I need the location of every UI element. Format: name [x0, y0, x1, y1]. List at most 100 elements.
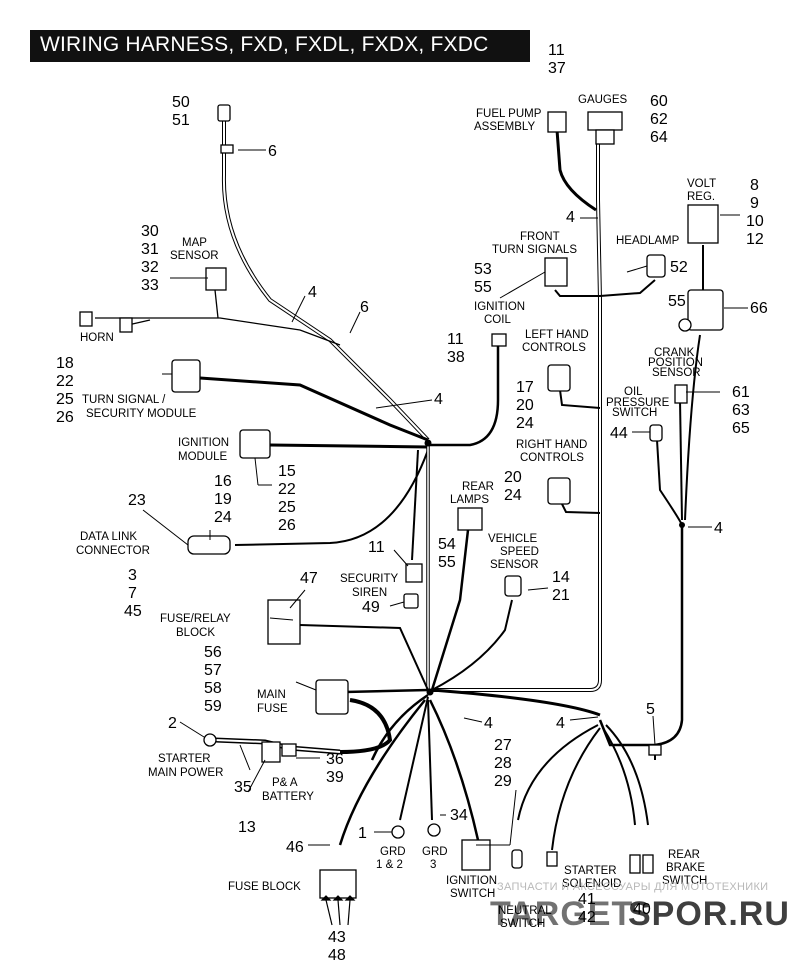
map-sensor-label-2: SENSOR	[170, 250, 219, 262]
callout-4-a: 4	[308, 284, 317, 301]
ref-42: 42	[578, 909, 596, 926]
ref-40: 40	[633, 901, 651, 918]
rear-lamps-label-1: REAR	[462, 481, 494, 493]
ref-45: 45	[124, 603, 142, 620]
junction-right	[679, 522, 685, 528]
ref-62: 62	[650, 111, 668, 128]
ref-24-c: 24	[504, 487, 522, 504]
ref-21: 21	[552, 587, 570, 604]
ref-27: 27	[494, 737, 512, 754]
volt-reg-label-2: REG.	[687, 191, 715, 203]
harness-wires	[95, 120, 704, 851]
ref-37: 37	[548, 60, 566, 77]
crank-label-1: CRANK	[654, 347, 695, 359]
ref-55-front: 55	[474, 279, 492, 296]
horn-label: HORN	[80, 332, 114, 344]
ref-57: 57	[204, 662, 222, 679]
ref-16: 16	[214, 473, 232, 490]
oil-label-2: PRESSURE	[606, 397, 670, 409]
ign-module-label-2: MODULE	[178, 451, 228, 463]
ref-53: 53	[474, 261, 492, 278]
fuel-pump-label-2: ASSEMBLY	[474, 121, 535, 133]
ref-18: 18	[56, 355, 74, 372]
ref-26-a: 26	[56, 409, 74, 426]
ref-34: 34	[450, 807, 468, 824]
turn-signal-label-2: SECURITY MODULE	[86, 408, 197, 420]
ref-8: 8	[750, 177, 759, 194]
hub-lower	[426, 688, 434, 696]
ref-23: 23	[128, 492, 146, 509]
hub-upper	[424, 439, 432, 447]
ref-13: 13	[238, 819, 256, 836]
leader-lines	[142, 149, 748, 846]
front-turn-label-1: FRONT	[520, 231, 560, 243]
ref-54: 54	[438, 536, 456, 553]
oil-label-3: SWITCH	[612, 407, 657, 419]
neutral-label-1: NEUTRAL	[498, 905, 552, 917]
callout-6-top: 6	[268, 143, 277, 160]
callout-4-c: 4	[566, 209, 575, 226]
diagram-title: WIRING HARNESS, FXD, FXDL, FXDX, FXDC	[40, 33, 489, 56]
ref-9: 9	[750, 195, 759, 212]
siren-label-2: SIREN	[352, 587, 387, 599]
siren-label-1: SECURITY	[340, 573, 398, 585]
ref-3: 3	[128, 567, 137, 584]
volt-reg-label-1: VOLT	[687, 178, 716, 190]
ign-switch-label-1: IGNITION	[446, 875, 497, 887]
coil-label-1: IGNITION	[474, 301, 525, 313]
ref-41: 41	[578, 891, 596, 908]
coil-label-2: COIL	[484, 314, 511, 326]
ref-2: 2	[168, 715, 177, 732]
ref-55-rear: 55	[438, 554, 456, 571]
ref-14: 14	[552, 569, 570, 586]
starter-main-label-2: MAIN POWER	[148, 767, 223, 779]
main-fuse-label-1: MAIN	[257, 689, 286, 701]
watermark: ЗАПЧАСТИ И АКСЕССУАРЫ ДЛЯ МОТОТЕХНИКИ TA…	[490, 881, 789, 933]
ref-35: 35	[234, 779, 252, 796]
ref-30: 30	[141, 223, 159, 240]
callout-4-d: 4	[714, 520, 723, 537]
rear-brake-label-3: SWITCH	[662, 875, 707, 887]
ref-31: 31	[141, 241, 159, 258]
ref-44: 44	[610, 425, 628, 442]
neutral-label-2: SWITCH	[500, 918, 545, 930]
ref-64: 64	[650, 129, 668, 146]
ref-17: 17	[516, 379, 534, 396]
ref-36: 36	[326, 751, 344, 768]
ref-28: 28	[494, 755, 512, 772]
ref-59: 59	[204, 698, 222, 715]
title-bar	[30, 30, 530, 62]
left-hand-label-1: LEFT HAND	[525, 329, 589, 341]
ign-switch-label-2: SWITCH	[450, 888, 495, 900]
grd12-label-1: GRD	[380, 846, 406, 858]
ref-51: 51	[172, 112, 190, 129]
ref-15: 15	[278, 463, 296, 480]
ref-1: 1	[358, 825, 367, 842]
ref-33: 33	[141, 277, 159, 294]
headlamp-label: HEADLAMP	[616, 235, 680, 247]
watermark-tagline: ЗАПЧАСТИ И АКСЕССУАРЫ ДЛЯ МОТОТЕХНИКИ	[497, 881, 768, 893]
solenoid-label-2: SOLENOID	[562, 878, 621, 890]
grd3-label-1: GRD	[422, 846, 448, 858]
right-hand-label-1: RIGHT HAND	[516, 439, 587, 451]
crank-label-2: POSITION	[648, 357, 703, 369]
ref-55-head: 55	[668, 293, 686, 310]
main-fuse-label-2: FUSE	[257, 703, 288, 715]
ref-19: 19	[214, 491, 232, 508]
watermark-brand-a: TARGET	[490, 895, 633, 933]
ref-47: 47	[300, 570, 318, 587]
fuse-block-label: FUSE BLOCK	[228, 881, 301, 893]
callout-4-b: 4	[434, 391, 443, 408]
callout-5: 5	[646, 701, 655, 718]
fuse-relay-label-1: FUSE/RELAY	[160, 613, 231, 625]
ref-46: 46	[286, 839, 304, 856]
solenoid-label-1: STARTER	[564, 865, 617, 877]
fuel-pump-label-1: FUEL PUMP	[476, 108, 542, 120]
data-link-label-2: CONNECTOR	[76, 545, 150, 557]
pa-battery-label-2: BATTERY	[262, 791, 314, 803]
ref-12: 12	[746, 231, 764, 248]
ref-32: 32	[141, 259, 159, 276]
ref-25-b: 25	[278, 499, 296, 516]
fuse-relay-label-2: BLOCK	[176, 627, 215, 639]
component-labels: 50 51 6 30 31 32 33 MAP SENSOR 4 6 HORN …	[56, 42, 768, 964]
